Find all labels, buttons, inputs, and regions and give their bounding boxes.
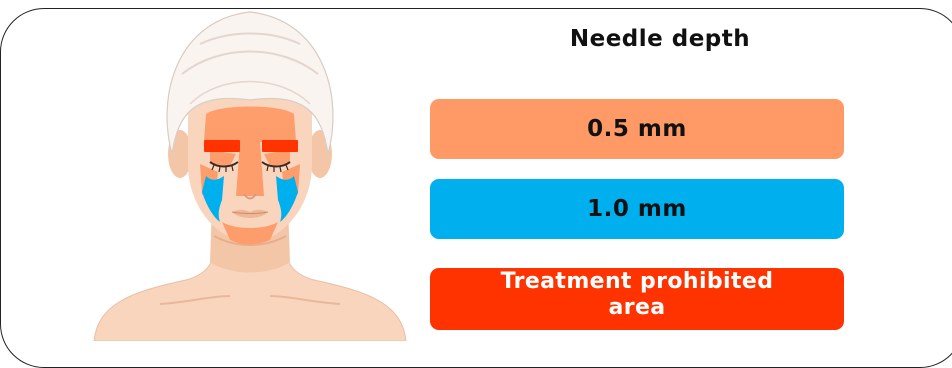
legend-10mm: 1.0 mm <box>430 179 844 239</box>
legend-prohibited: Treatment prohibited area <box>430 268 844 330</box>
legend-05mm: 0.5 mm <box>430 99 844 159</box>
face-illustration <box>90 4 410 341</box>
chart-title: Needle depth <box>520 26 800 52</box>
